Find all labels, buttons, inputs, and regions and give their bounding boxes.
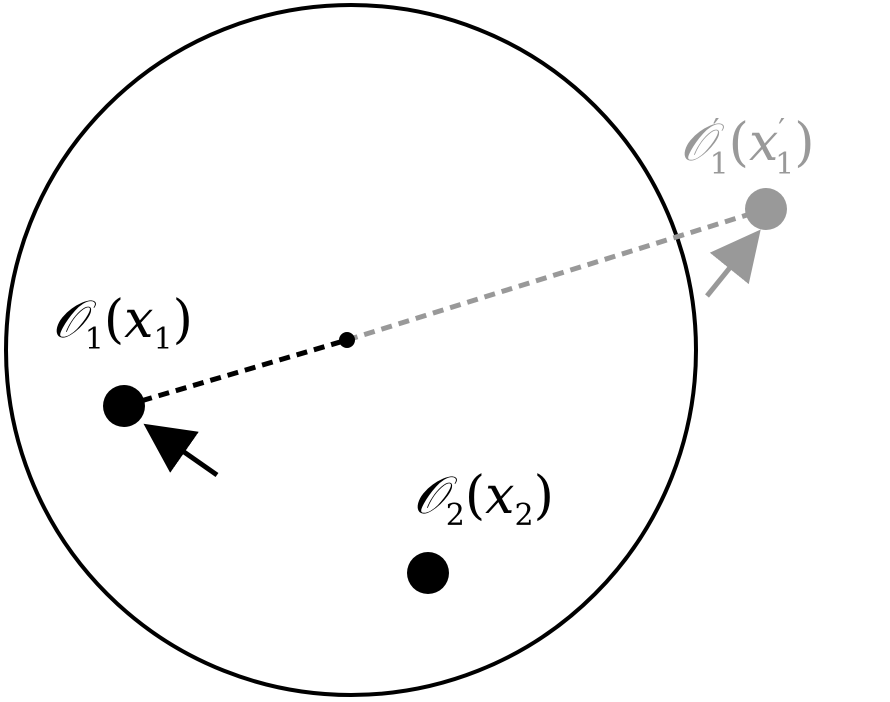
boundary-circle [4, 3, 698, 697]
point-o2 [407, 552, 449, 594]
arrow-toward-image [705, 229, 761, 298]
point-o1-image [745, 188, 787, 230]
label-o2: 𝒪2(x2) [413, 466, 554, 533]
point-o1 [103, 385, 145, 427]
arrow-toward-o1 [143, 423, 219, 478]
dashed-line-o1-to-center [123, 337, 348, 409]
dashed-line-center-to-image [346, 206, 767, 343]
center-dot [339, 332, 355, 348]
label-o1: 𝒪1(x1) [52, 290, 193, 357]
label-o1-image: 𝒪′1(x′1) [680, 113, 815, 182]
